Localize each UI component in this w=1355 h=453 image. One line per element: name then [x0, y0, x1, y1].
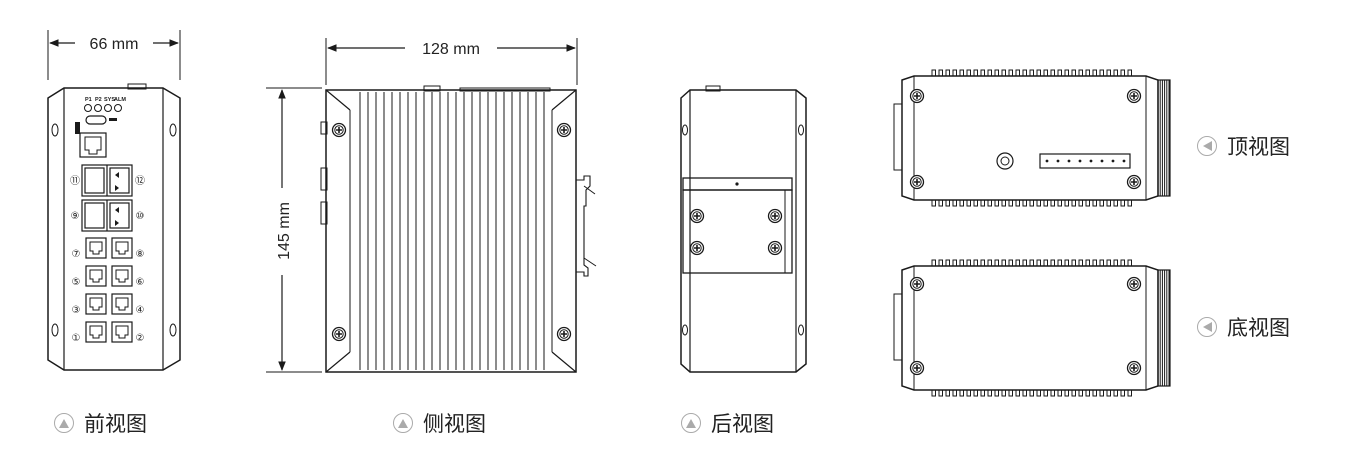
side-view: 128 mm 145 mm: [266, 38, 597, 373]
port-number-5: ⑤: [72, 277, 81, 288]
port-number-7: ⑦: [72, 249, 81, 260]
top-view: [893, 69, 1171, 207]
led-label-p2: P2: [95, 97, 102, 103]
bottom-view: [893, 259, 1171, 397]
led-label-sys: SYS: [104, 97, 115, 103]
side-view-label: 侧视图: [423, 412, 486, 436]
port-number-3: ③: [72, 305, 81, 316]
front-view-caption: 前视图: [54, 408, 147, 438]
led-label-alm: ALM: [114, 97, 126, 103]
back-view: [680, 85, 807, 373]
port-number-1: ①: [72, 333, 81, 344]
height-dimension-label: 145 mm: [276, 202, 293, 260]
triangle-up-icon: [681, 413, 701, 433]
front-view: 66 mm P1 P2 SYS ALM: [47, 30, 181, 371]
back-view-label: 后视图: [711, 412, 774, 436]
port-number-2: ②: [136, 333, 145, 344]
triangle-left-icon: [1197, 317, 1217, 337]
top-view-caption: 顶视图: [1197, 131, 1290, 161]
triangle-up-icon: [54, 413, 74, 433]
port-number-12: ⑫: [135, 175, 145, 187]
side-view-caption: 侧视图: [393, 408, 486, 438]
port-number-8: ⑧: [136, 249, 145, 260]
port-number-4: ④: [136, 305, 145, 316]
port-number-11: ⑪: [70, 175, 80, 187]
port-number-10: ⑩: [136, 211, 145, 222]
led-label-p1: P1: [85, 97, 92, 103]
triangle-up-icon: [393, 413, 413, 433]
width-dimension-label: 66 mm: [90, 36, 139, 53]
depth-dimension-label: 128 mm: [422, 41, 480, 58]
port-number-6: ⑥: [136, 277, 145, 288]
top-view-label: 顶视图: [1227, 135, 1290, 159]
port-number-9: ⑨: [71, 211, 80, 222]
triangle-left-icon: [1197, 136, 1217, 156]
bottom-view-label: 底视图: [1227, 316, 1290, 340]
bottom-view-caption: 底视图: [1197, 312, 1290, 342]
front-view-label: 前视图: [84, 412, 147, 436]
back-view-caption: 后视图: [681, 408, 774, 438]
